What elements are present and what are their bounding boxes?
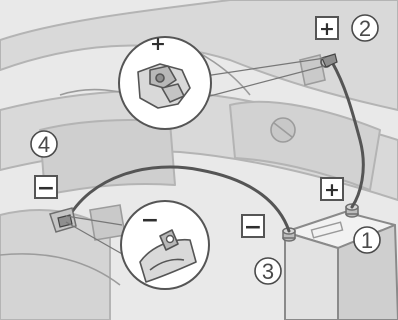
engine-cover	[229, 100, 381, 191]
negative-cable	[64, 165, 291, 233]
svg-text:3: 3	[262, 259, 274, 284]
positive-detail-inset: +	[118, 33, 212, 130]
svg-text:−: −	[244, 215, 262, 240]
sign-box-positive-battery: +	[320, 177, 344, 201]
positive-clamp-icon	[137, 63, 191, 109]
bracket	[299, 54, 326, 86]
positive-cable	[330, 60, 365, 209]
positive-detail-sign: +	[150, 33, 166, 55]
callout-3: 3	[254, 257, 282, 285]
negative-detail-leader	[65, 215, 125, 256]
positive-detail-leader	[204, 57, 326, 97]
positive-jump-point	[320, 53, 338, 68]
svg-text:1: 1	[361, 228, 373, 253]
svg-text:−: −	[37, 176, 55, 201]
callout-2: 2	[351, 14, 379, 42]
detail-leaders	[65, 57, 326, 256]
battery-top-label	[310, 221, 344, 239]
callout-1: 1	[353, 226, 381, 254]
negative-clamp-icon	[139, 229, 197, 283]
sign-box-negative-battery: −	[241, 214, 265, 240]
jumper-cables	[64, 60, 365, 233]
svg-text:+: +	[324, 179, 340, 201]
svg-text:2: 2	[359, 16, 371, 41]
hood-edge	[0, 0, 398, 111]
svg-text:+: +	[319, 18, 335, 40]
battery	[282, 203, 398, 320]
sign-box-positive-top: +	[315, 16, 339, 40]
inner-panel	[39, 119, 176, 196]
negative-detail-inset: −	[120, 200, 210, 290]
panel-line	[0, 253, 121, 286]
ground-point	[49, 207, 77, 233]
callout-4: 4	[30, 130, 58, 158]
battery-front	[284, 231, 339, 320]
reservoir-cap-slot	[273, 122, 293, 138]
negative-detail-sign: −	[141, 208, 159, 233]
sign-box-negative-ground: −	[34, 175, 58, 201]
svg-text:4: 4	[38, 132, 50, 157]
